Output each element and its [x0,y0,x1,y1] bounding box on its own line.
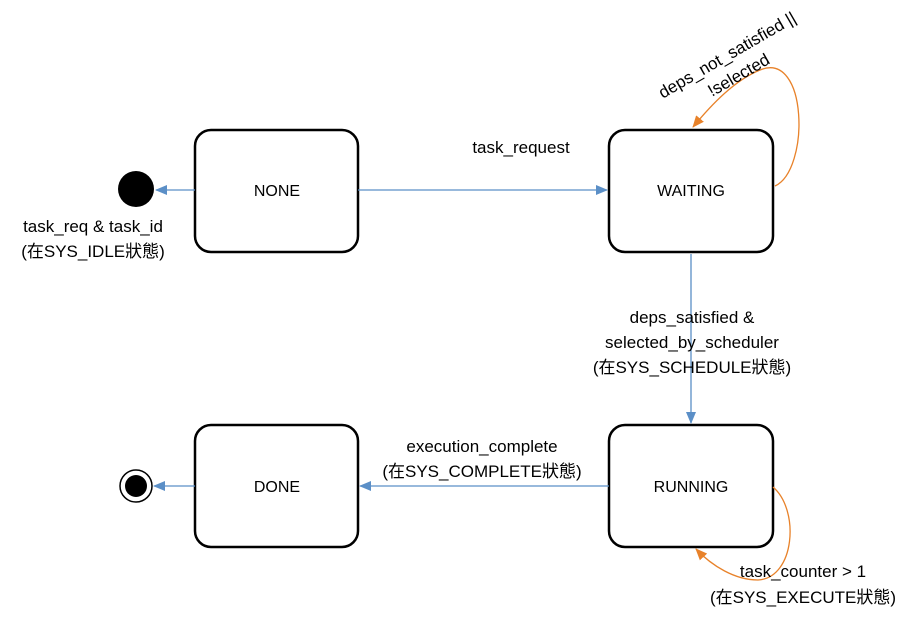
final-state-node [119,469,153,503]
label-task-request: task_request [472,138,570,157]
self-loop-waiting [692,67,800,187]
self-loop-running [695,486,791,581]
svg-text:deps_satisfied &: deps_satisfied & [630,308,755,327]
svg-text:(在SYS_SCHEDULE狀態): (在SYS_SCHEDULE狀態) [593,358,791,377]
label-waiting-to-running: deps_satisfied & selected_by_scheduler (… [593,308,791,377]
svg-text:(在SYS_EXECUTE狀態): (在SYS_EXECUTE狀態) [710,588,896,607]
svg-text:task_req & task_id: task_req & task_id [23,217,163,236]
label-waiting-self-loop: deps_not_satisfied || !selected [655,8,799,102]
label-running-to-done: execution_complete (在SYS_COMPLETE狀態) [382,437,581,481]
state-running[interactable]: RUNNING [607,423,775,549]
svg-text:task_counter > 1: task_counter > 1 [740,562,866,581]
state-waiting[interactable]: WAITING [607,128,775,254]
label-initial-transition: task_req & task_id (在SYS_IDLE狀態) [21,217,165,261]
state-label-waiting: WAITING [657,183,725,200]
state-label-done: DONE [254,479,300,496]
label-running-self-loop: task_counter > 1 (在SYS_EXECUTE狀態) [710,562,896,607]
svg-text:(在SYS_COMPLETE狀態): (在SYS_COMPLETE狀態) [382,462,581,481]
svg-text:execution_complete: execution_complete [406,437,557,456]
state-done[interactable]: DONE [193,423,360,549]
svg-text:selected_by_scheduler: selected_by_scheduler [605,333,779,352]
state-none[interactable]: NONE [193,128,360,254]
state-label-running: RUNNING [654,479,729,496]
initial-state-node [118,171,154,207]
state-label-none: NONE [254,183,300,200]
svg-text:(在SYS_IDLE狀態): (在SYS_IDLE狀態) [21,242,165,261]
